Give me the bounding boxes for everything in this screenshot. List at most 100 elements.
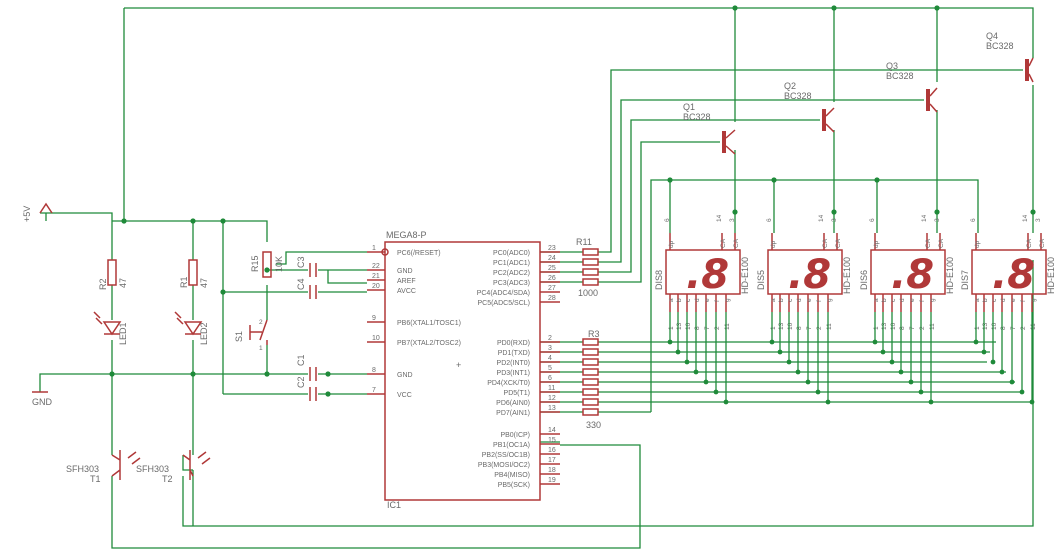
mcu-pin-number: 22 bbox=[372, 263, 380, 270]
c3-label: C3 bbox=[296, 256, 306, 268]
r3-name: R3 bbox=[588, 329, 600, 339]
display-part: HD-E100 bbox=[1046, 257, 1056, 294]
display-bottom-pin-name: c bbox=[991, 298, 998, 302]
transistor-part: BC328 bbox=[886, 71, 914, 81]
display-bottom-pin-number: 7 bbox=[806, 326, 813, 330]
r3-element bbox=[582, 348, 599, 356]
mcu-pin-name: PC5(ADC5/SCL) bbox=[477, 300, 530, 307]
display-bottom-pin-name: c bbox=[787, 298, 794, 302]
display-bottom-pin-number: 10 bbox=[685, 322, 692, 330]
mcu-pin-number: 5 bbox=[548, 365, 552, 372]
display-bottom-pin-number: 2 bbox=[1020, 326, 1027, 330]
display-bottom-pin-name: e bbox=[806, 298, 813, 302]
mcu-pin-name: PC0(ADC0) bbox=[493, 250, 530, 257]
svg-text:1: 1 bbox=[259, 345, 263, 352]
transistor-part: BC328 bbox=[784, 91, 812, 101]
display-name: DIS8 bbox=[654, 270, 664, 290]
mcu-pin-number: 18 bbox=[548, 467, 556, 474]
mcu-ref: IC1 bbox=[387, 500, 401, 510]
led1-label: LED1 bbox=[118, 322, 128, 345]
mcu-pin-name: GND bbox=[397, 268, 413, 275]
display-bottom-pin-number: 13 bbox=[778, 322, 785, 330]
r3-element bbox=[582, 358, 599, 366]
segment-junction bbox=[999, 369, 1005, 375]
segment-junction bbox=[1029, 399, 1035, 405]
mcu-right-pins: 23PC0(ADC0)24PC1(ADC1)25PC2(ADC2)26PC3(A… bbox=[477, 245, 560, 489]
display-top-pin-number: 6 bbox=[970, 218, 977, 222]
capacitor-c3: C3 bbox=[296, 256, 317, 277]
r3-element bbox=[582, 398, 599, 406]
mcu-pin-name: PD4(XCK/T0) bbox=[487, 380, 530, 387]
mcu-pin-number: 27 bbox=[548, 285, 556, 292]
display-bottom-pin-name: d bbox=[1000, 298, 1007, 302]
display-part: HD-E100 bbox=[842, 257, 852, 294]
mcu-pin-number: 20 bbox=[372, 283, 380, 290]
mcu-part: MEGA8-P bbox=[386, 230, 427, 240]
r2-name: R2 bbox=[98, 278, 108, 290]
mcu-pin-number: 8 bbox=[372, 367, 376, 374]
r2-value: 47 bbox=[118, 278, 128, 288]
display-bottom-pin-number: 1 bbox=[668, 326, 675, 330]
display-part: HD-E100 bbox=[740, 257, 750, 294]
display-bottom-pin-number: 2 bbox=[816, 326, 823, 330]
segment-junction bbox=[908, 379, 914, 385]
display-bottom-pin-number: 8 bbox=[796, 326, 803, 330]
segment-junction bbox=[675, 349, 681, 355]
display-top-pin-name: CA bbox=[835, 238, 842, 248]
display-bottom-pin-name: d bbox=[694, 298, 701, 302]
mcu-pin-number: 21 bbox=[372, 273, 380, 280]
mcu-left-pins: 1PC6(/RESET)22GND21AREF20AVCC9PB6(XTAL1/… bbox=[367, 245, 461, 399]
segment-junction bbox=[815, 389, 821, 395]
display-top-pin-number: 14 bbox=[818, 214, 825, 222]
display-top-pin-name: CA bbox=[733, 238, 740, 248]
display-body bbox=[665, 249, 741, 295]
display-bottom-pin-name: f bbox=[1020, 300, 1027, 302]
display-top-pin-number: 3 bbox=[831, 218, 838, 222]
transistor-name: Q2 bbox=[784, 81, 796, 91]
mcu-pin-name: PB0(ICP) bbox=[500, 432, 530, 439]
segment-junction bbox=[805, 379, 811, 385]
display-bottom-pin-number: 11 bbox=[929, 323, 936, 330]
r11-name: R11 bbox=[576, 237, 592, 247]
t1-name: T1 bbox=[90, 474, 101, 484]
display-bottom-pin-number: 13 bbox=[676, 322, 683, 330]
t2-part: SFH303 bbox=[136, 464, 169, 474]
segment-junction bbox=[703, 379, 709, 385]
display-name: DIS5 bbox=[756, 270, 766, 290]
mcu-pin-name: AVCC bbox=[397, 288, 416, 295]
display-bottom-pin-name: b bbox=[881, 298, 888, 302]
display-top-pin-number: 3 bbox=[1035, 218, 1042, 222]
r3-element bbox=[582, 408, 599, 416]
mcu-pin-number: 4 bbox=[548, 355, 552, 362]
mcu-pin-name: AREF bbox=[397, 278, 416, 285]
segment-junction bbox=[880, 349, 886, 355]
t1-part: SFH303 bbox=[66, 464, 99, 474]
transistor-part: BC328 bbox=[986, 41, 1014, 51]
mcu-pin-number: 24 bbox=[548, 255, 556, 262]
display-bottom-pin-number: 8 bbox=[1000, 326, 1007, 330]
transistor-base-bar bbox=[822, 109, 826, 131]
display-bottom-pin-number: 11 bbox=[724, 323, 731, 330]
capacitor-c4: C4 bbox=[296, 278, 317, 299]
vcc-symbol: +5V bbox=[22, 202, 53, 222]
display-bottom-pin-name: f bbox=[714, 300, 721, 302]
display-top-pin-number: 6 bbox=[766, 218, 773, 222]
mcu-pin-name: VCC bbox=[397, 392, 412, 399]
mcu-pin-number: 25 bbox=[548, 265, 556, 272]
r3-element bbox=[582, 378, 599, 386]
mcu-pin-name: PB5(SCK) bbox=[498, 482, 530, 489]
display-bottom-pin-number: 10 bbox=[787, 322, 794, 330]
display-bottom-pin-name: c bbox=[890, 298, 897, 302]
segment-junction bbox=[825, 399, 831, 405]
transistor-name: Q3 bbox=[886, 61, 898, 71]
mcu-pin-name: PB2(SS/OC1B) bbox=[482, 452, 530, 459]
c4-label: C4 bbox=[296, 278, 306, 290]
mcu-pin-number: 15 bbox=[548, 437, 556, 444]
segment-junction bbox=[795, 369, 801, 375]
display-part: HD-E100 bbox=[945, 257, 955, 294]
